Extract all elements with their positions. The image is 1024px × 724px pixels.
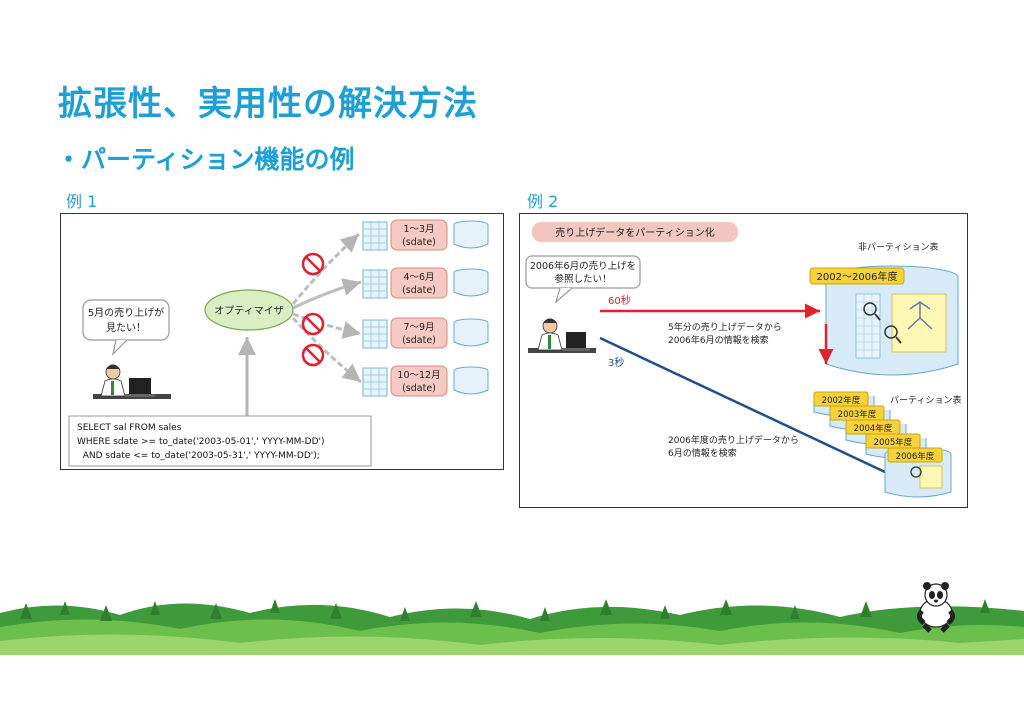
blocked-icon-1 — [301, 252, 325, 276]
time-slow-label: 60秒 — [608, 294, 631, 307]
svg-text:10〜12月: 10〜12月 — [397, 370, 440, 381]
slide-title: 拡張性、実用性の解決方法 — [58, 84, 478, 124]
optimizer-node: オプティマイザ — [204, 289, 294, 331]
example1-diagram: 5月の売り上げが 見たい！ オプティマイザ — [60, 213, 504, 470]
partition-q3: 7〜9月 (sdate) — [362, 317, 489, 349]
non-partition-table-icon: 2002〜2006年度 — [809, 265, 959, 376]
svg-text:売り上げデータをパーティション化: 売り上げデータをパーティション化 — [555, 226, 714, 239]
slide-bullet: ・パーティション機能の例 — [56, 145, 355, 174]
example1-label: 例 1 — [66, 192, 98, 211]
svg-text:7〜9月: 7〜9月 — [403, 322, 434, 333]
svg-text:4〜6月: 4〜6月 — [403, 272, 434, 283]
user-at-computer-icon — [528, 318, 596, 353]
user-speech-bubble: 5月の売り上げが 見たい！ — [82, 299, 170, 356]
svg-text:オプティマイザ: オプティマイザ — [214, 305, 283, 317]
example2-diagram: 売り上げデータをパーティション化 2006年6月の売り上げを 参照したい！ 60… — [519, 213, 968, 508]
example2-label: 例 2 — [527, 192, 559, 211]
non-partition-label: 非パーティション表 — [858, 241, 938, 253]
svg-text:2006年度: 2006年度 — [896, 451, 935, 462]
svg-text:2002年度: 2002年度 — [822, 395, 861, 406]
fast-desc-line-2: 6月の情報を検索 — [668, 447, 737, 459]
sql-query-box: SELECT sal FROM sales WHERE sdate >= to_… — [68, 415, 372, 467]
svg-text:2002〜2006年度: 2002〜2006年度 — [817, 270, 898, 283]
partition-year-stack: 2002年度 2003年度 2004年度 2005年度 200 — [813, 391, 952, 498]
speech-line-2: 参照したい！ — [554, 273, 611, 285]
svg-text:2003年度: 2003年度 — [838, 409, 877, 420]
svg-text:(sdate): (sdate) — [402, 383, 436, 394]
speech-line-1: 5月の売り上げが — [88, 306, 164, 319]
time-fast-label: 3秒 — [608, 356, 624, 369]
panda-mascot-icon — [916, 582, 956, 633]
forest-footer-illustration — [0, 582, 1024, 655]
svg-text:1〜3月: 1〜3月 — [403, 224, 434, 235]
speech-line-1: 2006年6月の売り上げを — [530, 260, 636, 272]
sql-line-1: SELECT sal FROM sales — [77, 423, 182, 433]
partition-q4: 10〜12月 (sdate) — [362, 365, 489, 397]
sql-line-2: WHERE sdate >= to_date('2003-05-01',' YY… — [77, 437, 325, 447]
user-speech-bubble: 2006年6月の売り上げを 参照したい！ — [525, 255, 641, 304]
slow-desc-line-2: 2006年6月の情報を検索 — [668, 334, 769, 346]
svg-text:(sdate): (sdate) — [402, 237, 436, 248]
fast-desc-line-1: 2006年度の売り上げデータから — [668, 434, 799, 446]
svg-text:2004年度: 2004年度 — [854, 423, 893, 434]
svg-text:2005年度: 2005年度 — [874, 437, 913, 448]
user-at-computer-icon — [93, 364, 171, 399]
blocked-icon-2 — [301, 312, 325, 336]
speech-line-2: 見たい！ — [106, 322, 146, 334]
sql-line-3: AND sdate <= to_date('2003-05-31',' YYYY… — [77, 451, 320, 461]
partition-q2: 4〜6月 (sdate) — [362, 267, 489, 299]
partition-q1: 1〜3月 (sdate) — [362, 219, 489, 251]
partition-banner: 売り上げデータをパーティション化 — [532, 222, 738, 242]
partition-arrows — [291, 232, 362, 384]
svg-text:(sdate): (sdate) — [402, 335, 436, 346]
blocked-icon-3 — [301, 343, 325, 367]
slow-desc-line-1: 5年分の売り上げデータから — [668, 321, 782, 333]
partition-table-label: パーティション表 — [890, 394, 961, 406]
svg-text:(sdate): (sdate) — [402, 285, 436, 296]
